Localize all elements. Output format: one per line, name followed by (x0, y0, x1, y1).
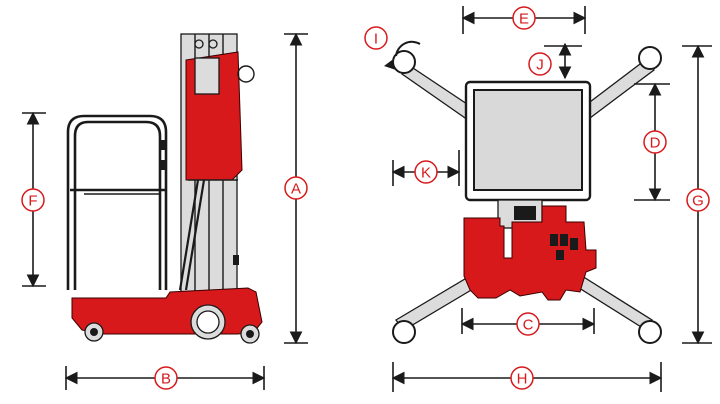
label-badge-c: C (516, 312, 540, 336)
mast-pulley (237, 65, 255, 83)
label-h: H (517, 371, 528, 388)
label-f: F (28, 193, 37, 210)
label-b: B (161, 371, 171, 388)
rotate-arrow-icon (395, 40, 421, 57)
label-badge-e: E (512, 6, 536, 30)
carriage (185, 51, 255, 265)
label-a: A (291, 181, 301, 198)
label-badge-b: B (154, 366, 178, 390)
label-badge-d: D (643, 130, 667, 154)
platform-deck (473, 89, 583, 191)
label-k: K (421, 165, 431, 182)
label-badge-a: A (284, 176, 308, 200)
label-badge-h: H (510, 366, 534, 390)
label-e: E (519, 11, 529, 28)
control-box (194, 57, 220, 95)
label-badge-j: J (528, 52, 552, 76)
label-badge-i: I (364, 26, 388, 50)
label-badge-k: K (414, 160, 438, 184)
base-top (463, 205, 597, 301)
label-badge-f: F (21, 188, 45, 212)
top-view-machine (384, 40, 662, 344)
label-i: I (374, 31, 378, 48)
outriggers (392, 46, 662, 344)
side-view-machine (66, 33, 263, 344)
label-c: C (523, 317, 534, 334)
label-d: D (650, 135, 661, 152)
label-j: J (536, 57, 544, 74)
label-g: G (692, 193, 704, 210)
platform-cage (66, 114, 168, 290)
label-badge-g: G (686, 188, 710, 212)
